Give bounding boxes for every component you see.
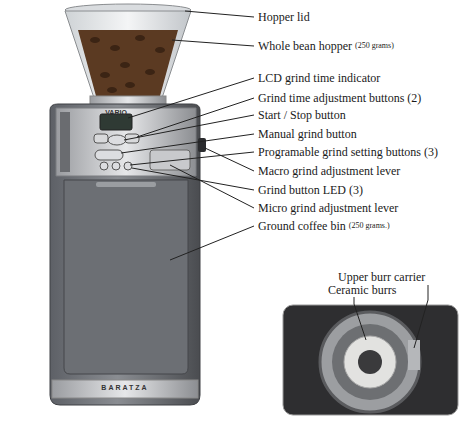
part-label: Upper burr carrier — [338, 270, 425, 284]
part-label: Macro grind adjustment lever — [258, 164, 400, 178]
hopper — [65, 11, 191, 98]
part-label: Grind button LED (3) — [258, 183, 363, 197]
bean-texture — [90, 35, 165, 93]
burr-center — [358, 350, 382, 374]
preset-button — [124, 162, 132, 170]
ceramic-burrs — [344, 336, 396, 388]
upper-burr-carrier — [320, 312, 420, 412]
part-label: Ground coffee bin — [258, 219, 346, 233]
part-label: (250 grams) — [355, 39, 394, 53]
part-label: Hopper lid — [258, 10, 310, 24]
grinder-body — [50, 104, 200, 405]
brand-text: BARATZA — [101, 382, 148, 394]
part-label: Programable grind setting buttons (3) — [258, 145, 438, 159]
lcd — [100, 114, 132, 130]
preset-button — [100, 162, 108, 170]
part-label: Micro grind adjustment lever — [258, 201, 398, 215]
coffee-beans — [78, 30, 178, 96]
burr-inset — [283, 305, 458, 415]
ground-coffee-bin — [64, 180, 188, 374]
scale-strip — [60, 112, 70, 172]
carrier-tab — [408, 340, 420, 370]
part-label: Ceramic burrs — [328, 283, 396, 297]
brand-text: VARIO — [105, 107, 127, 119]
part-label: LCD grind time indicator — [258, 71, 380, 85]
leader-lines — [121, 11, 254, 260]
base-band — [52, 380, 198, 398]
control-panel — [56, 108, 196, 176]
part-label: Start / Stop button — [258, 108, 346, 122]
part-label: Whole bean hopper — [258, 39, 352, 53]
preset-button — [112, 162, 120, 170]
part-label: Grind time adjustment buttons (2) — [258, 91, 421, 105]
manual-button — [95, 150, 123, 160]
part-label: (250 grams.) — [349, 219, 390, 233]
part-label: Manual grind button — [258, 127, 357, 141]
carrier-inner — [332, 324, 408, 400]
button — [94, 134, 108, 143]
micro-lever — [150, 150, 190, 170]
start-stop-button — [108, 135, 126, 145]
bin-handle — [96, 182, 156, 187]
macro-lever — [198, 138, 206, 152]
